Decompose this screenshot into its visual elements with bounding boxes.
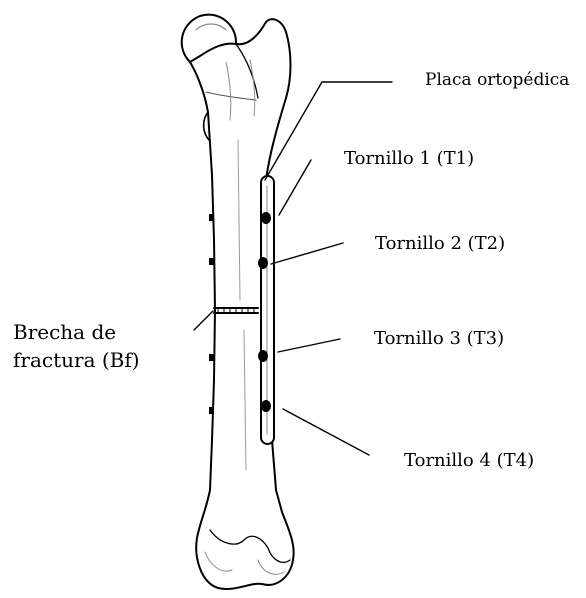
- leader-screw-2: [271, 243, 343, 264]
- femur-outline: [190, 19, 294, 589]
- leader-screw-4: [283, 409, 369, 455]
- leader-screw-3: [278, 339, 340, 352]
- screw-tip-2: [209, 258, 214, 265]
- screw-tip-3: [209, 354, 214, 361]
- label-screw-4: Tornillo 4 (T4): [404, 450, 534, 473]
- label-orthopedic-plate: Placa ortopédica: [425, 70, 569, 91]
- leader-screw-1: [279, 160, 311, 215]
- label-fracture-gap-line-2: fractura (Bf): [13, 346, 140, 374]
- label-screw-3: Tornillo 3 (T3): [374, 328, 504, 351]
- screw-tip-1: [209, 214, 214, 221]
- screw-head-1: [261, 212, 271, 224]
- screw-tip-4: [209, 407, 214, 414]
- screw-head-4: [261, 400, 271, 412]
- screw-head-2: [258, 257, 268, 269]
- label-fracture-gap-line-1: Brecha de: [13, 318, 140, 346]
- label-screw-2: Tornillo 2 (T2): [375, 233, 505, 256]
- screw-head-3: [258, 350, 268, 362]
- label-fracture-gap: Brecha de fractura (Bf): [13, 318, 140, 374]
- leader-fracture-gap: [194, 311, 213, 330]
- label-screw-1: Tornillo 1 (T1): [344, 148, 474, 171]
